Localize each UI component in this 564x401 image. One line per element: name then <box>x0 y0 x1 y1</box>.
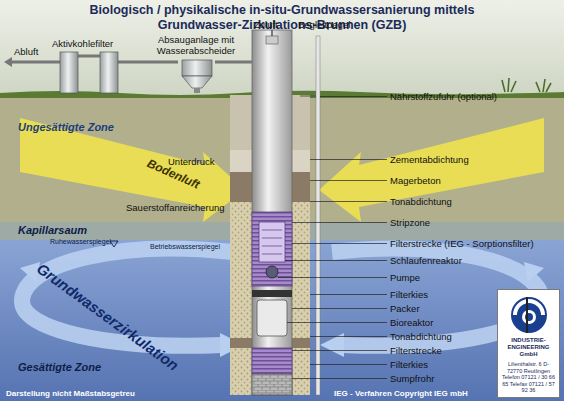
company-name: INDUSTRIE-ENGINEERING GmbH <box>501 337 556 358</box>
leader-line <box>310 336 387 337</box>
part-label: Zuluft <box>254 19 278 30</box>
leader-line <box>292 308 387 309</box>
part-label: Kapillarsaum <box>18 225 87 236</box>
part-label: Darstellung nicht Maßstabsgetreu <box>6 388 135 399</box>
part-label: Pumpe <box>390 272 420 283</box>
part-label: Tonabdichtung <box>390 331 452 342</box>
leader-line <box>310 159 387 160</box>
leader-line <box>310 364 387 365</box>
logo-box: INDUSTRIE-ENGINEERING GmbH Lilienthalstr.… <box>497 289 560 398</box>
part-label: Sumpfrohr <box>390 373 434 384</box>
leader-line <box>292 378 387 379</box>
leader-line <box>310 294 387 295</box>
leader-line <box>292 222 387 223</box>
part-label: Magerbeton <box>390 175 441 186</box>
part-label: Filterstrecke <box>390 345 442 356</box>
part-label: Packer <box>390 303 420 314</box>
leader-line <box>310 201 387 202</box>
company-logo <box>509 295 549 335</box>
part-label: Sauerstoffanreicherung <box>126 202 225 213</box>
part-label: Tonabdichtung <box>390 196 452 207</box>
part-label: Unterdruck <box>168 156 214 167</box>
part-label: Absauganlage mit Wasserabscheider <box>150 34 242 56</box>
company-address: Lilienthalstr. 6 D-72770 Reutlingen Tele… <box>501 361 556 394</box>
part-label: Gesättigte Zone <box>18 362 101 373</box>
leader-line <box>320 96 387 97</box>
part-label: Abluft <box>14 46 38 57</box>
part-label: Filterkies <box>390 359 428 370</box>
part-label: Aktivkohlefilter <box>52 38 113 49</box>
part-label: Begleitpegel <box>298 19 350 30</box>
part-label: Ungesättigte Zone <box>18 122 114 133</box>
part-label: Filterstrecke (IEG - Sorptionsfilter) <box>390 238 534 249</box>
part-label: Ruhewasserspiegel <box>50 238 111 246</box>
part-label: IEG - Verfahren Copyright IEG mbH <box>334 388 468 399</box>
leader-line <box>278 277 387 278</box>
leader-line <box>292 350 387 351</box>
leader-line <box>292 243 387 244</box>
diagram-title: Biologisch / physikalische in-situ-Grund… <box>72 3 492 33</box>
leader-line <box>287 322 387 323</box>
part-label: Betriebswasserspiegel <box>150 243 220 251</box>
leader-line <box>310 180 387 181</box>
part-label: Stripzone <box>390 217 430 228</box>
leader-line <box>285 260 387 261</box>
part-label: Nährstoffzufuhr (optional) <box>390 91 497 102</box>
part-label: Zementabdichtung <box>390 154 469 165</box>
part-label: Bioreaktor <box>390 317 433 328</box>
part-label: Filterkies <box>390 289 428 300</box>
part-label: Schlaufenreaktor <box>390 255 462 266</box>
